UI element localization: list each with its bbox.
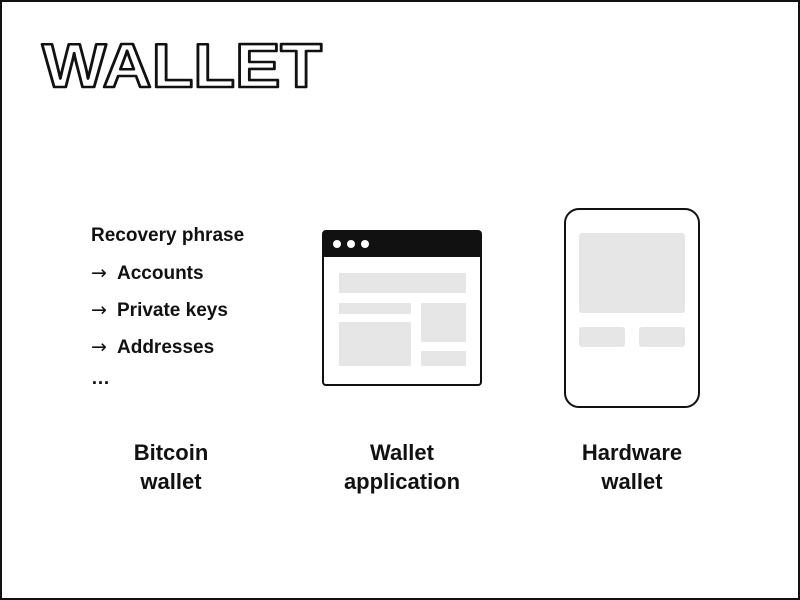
list-item-private-keys: → Private keys <box>91 287 291 324</box>
placeholder-block <box>421 303 466 342</box>
arrow-right-icon: → <box>91 262 107 284</box>
placeholder-block <box>339 322 411 366</box>
title-label: WALLET <box>42 32 322 101</box>
window-dot <box>361 240 369 248</box>
list-item-label: Accounts <box>117 263 204 284</box>
caption-line: wallet <box>601 469 663 494</box>
placeholder-block <box>421 351 466 366</box>
caption-line: application <box>343 469 461 494</box>
browser-window-icon <box>322 230 482 386</box>
caption-line: wallet <box>140 469 202 494</box>
placeholder-block <box>339 273 466 293</box>
caption-line: Hardware <box>581 440 683 465</box>
caption-line: Bitcoin <box>133 440 209 465</box>
window-dot <box>333 240 341 248</box>
arrow-right-icon: → <box>91 336 107 358</box>
wallet-application-caption: Wallet application <box>292 438 512 496</box>
window-titlebar <box>323 231 481 257</box>
device-button <box>579 327 625 347</box>
list-item-label: Private keys <box>117 300 228 321</box>
list-item-label: Addresses <box>117 337 215 358</box>
placeholder-block <box>339 303 411 314</box>
bitcoin-wallet-caption: Bitcoin wallet <box>61 438 281 496</box>
device-screen <box>579 233 685 313</box>
recovery-phrase-label: Recovery phrase <box>91 225 245 246</box>
hardware-wallet-caption: Hardware wallet <box>522 438 742 496</box>
outlined-title-text: WALLET <box>41 32 324 102</box>
more-ellipsis: … <box>91 368 112 389</box>
page-title: WALLET <box>40 32 340 102</box>
window-dot <box>347 240 355 248</box>
caption-line: Wallet <box>370 440 434 465</box>
list-item-accounts: → Accounts <box>91 250 291 287</box>
bitcoin-wallet-contents: Recovery phrase →Accounts →Private keys … <box>91 222 291 391</box>
list-item-addresses: → Addresses <box>91 324 291 361</box>
device-button <box>639 327 685 347</box>
hardware-device-icon <box>564 208 700 408</box>
arrow-right-icon: → <box>91 299 107 321</box>
